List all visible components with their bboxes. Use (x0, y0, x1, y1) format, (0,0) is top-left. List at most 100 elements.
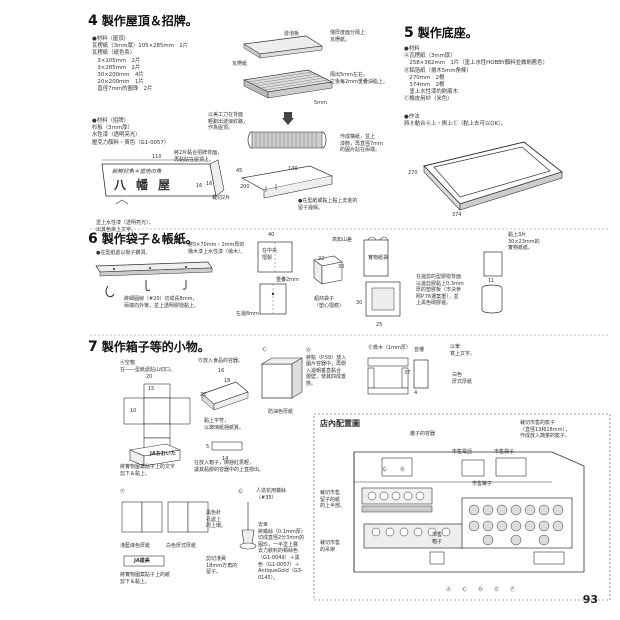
store-marker-d: Ⓓ (478, 587, 484, 593)
wood-caption: 將5×70mm・2mm厚的 檜木漆上水性漆（檜木）。 (188, 242, 246, 255)
label-corrugated: 瓦楞紙 (232, 61, 248, 67)
divider (90, 228, 610, 230)
sign-small-text: 新鮮好魚＊當地の魚 (112, 169, 162, 175)
dim-5: 5 (206, 444, 210, 450)
store-title: 店內配置圖 (320, 419, 360, 428)
item-e-text: 以筆 寫上文字。 (450, 344, 476, 357)
sheet-roll-drawing (483, 251, 503, 277)
store-marker-f: Ⓕ (510, 587, 516, 593)
store-lbl-phone: 市售電話 (452, 449, 473, 455)
dim-22: 22 (318, 256, 325, 262)
roof-caption-2: 隔出5mm左右， 之後每2mm重疊油脂上。 (330, 72, 388, 85)
dim-18: 18 (224, 378, 231, 384)
store-lbl-container: 雞子的容器 (410, 431, 436, 437)
item-g-cap2: 黑色針 孔處上 的上環。 (206, 510, 227, 530)
sign-materials: ●材料（招牌） 杉板（3mm厚） 水性漆（透明亮光） 壓克力顏料・黃色（G1-0… (92, 118, 170, 146)
dim-30b: 30 (356, 300, 363, 306)
dim-25: 25 (376, 322, 383, 328)
dim-4: 4 (414, 390, 418, 396)
roof-step-caption: 以美工刀在背面 輕劃出波浪紋路， 作為屋頂。 (208, 112, 249, 132)
item-g-cap4: 剪切淺黃 18mm方角的 留子。 (206, 556, 238, 576)
store-lbl-bag: 市售袋子 (494, 449, 515, 455)
sign-card-drawing (413, 359, 429, 389)
shelf-bar-drawing (95, 261, 213, 298)
section-number: 6 (88, 231, 98, 247)
dim-270: 270 (408, 170, 418, 176)
section-title-text: 製作屋頂＆招牌 (101, 14, 186, 28)
store-marker-e: Ⓔ (494, 587, 500, 593)
item-f-cap1: 淺藍綠色厚紙 (120, 543, 151, 549)
item-a-caption: Ⓐ空箱 在――型紙處貼山切口。 (120, 360, 176, 373)
dim-45: 45 (236, 168, 243, 174)
store-lbl-left: 裁切市售 留子的紙 的上半部。 (320, 490, 346, 510)
dim-40: 40 (268, 232, 275, 238)
fold-caption: 在中央 摺製 (262, 248, 278, 261)
sheet-caption: 在邊剪的型膠撥背面 以邊剪膠黏上0.3mm 厚的塑膠板（市決參 照P.76選案重… (416, 274, 464, 307)
dim-110: 110 (152, 154, 162, 160)
glue-caption: 將2片黏合招牌背面， 再黏貼在屋頂上。 (174, 150, 223, 163)
dim-140: 140 (288, 166, 298, 172)
store-lbl-right: 裁切市售的籃子 （直徑13和18mm）， 作成放入蔬菜的籃子。 (520, 420, 571, 440)
bag-caption: 超商袋子 （塑心摺痕） (314, 296, 345, 309)
ja-box-label: JAおおいた (150, 451, 176, 457)
section-title-text: 製作底座 (417, 26, 466, 40)
basket-g-drawing (239, 502, 257, 550)
ja-box-drawing (128, 443, 182, 467)
item-c-marker: Ⓒ (262, 347, 268, 353)
item-g-cap1: 人造花用鐵絲 （#35） (256, 488, 287, 501)
item-g-marker: Ⓖ (238, 489, 244, 495)
page-number: 93 (582, 593, 598, 606)
shelf-caption: ●在型紙處以撥子鑽洞。 (96, 250, 151, 256)
dim-8mm: 左邊8mm (236, 311, 259, 317)
item-g-cap3: 去幸 將鐵絲（0.1mm厚） 切成直徑2分3mm的 圓珍，一半塗上霧 去力裝料的… (258, 522, 306, 581)
store-marker-g: Ⓖ (382, 467, 388, 473)
label-strip-drawing (211, 441, 243, 451)
box-f-small (123, 555, 165, 567)
item-d-caption: Ⓓ 將點（P.59）放入 圖片容器中，再側 入邊朝垂直黏合 層壁，使其四成置 態… (306, 348, 347, 387)
store-marker-c: Ⓒ (462, 587, 468, 593)
dim-16a: 16 (196, 183, 203, 189)
sign-caption: 塗上水性漆（透明亮光）， 出其色來上文字。 (96, 220, 154, 233)
base-frame-drawing (423, 141, 564, 211)
store-lbl-box: 市售罐子 (472, 481, 493, 487)
board-caption: 高知山差 (332, 237, 353, 243)
roof-caption-1: 僅厚度面分隔上 瓦楞紙。 (330, 30, 366, 43)
dim-374: 374 (452, 212, 462, 218)
base-materials: ●材料 Ⓐ瓦楞紙（3mm厚） 258×362mm 1片（塗上水性HOBBY顏料並… (404, 46, 548, 103)
dim-22b: 22 (200, 392, 207, 398)
label-foam-board: 發泡板 (284, 31, 300, 37)
sign-big-text: 八幡屋 (114, 178, 181, 192)
section-title-text: 製作箱子等的小物 (101, 340, 198, 354)
roof-caption-3: 作成橫紙，並上 漆飾，再直徑7mm 的圓片貼在兩端。 (340, 134, 383, 154)
hook-caption: 將細圓線（#20）切成長8mm， 兩端向外彎，並上透明膠撥黏上。 (124, 296, 200, 309)
dim-5mm: 5mm (314, 100, 327, 106)
item-f-cap3: 將實物圖案貼子上的紙 剪下＆黏上。 (120, 572, 171, 585)
item-f-marker: Ⓕ (120, 489, 126, 495)
roof-foam-board (242, 35, 324, 59)
dim-10: 10 (130, 408, 137, 414)
item-b-caption: Ⓑ放入食品的容器。 (198, 358, 244, 364)
bag-pattern-1 (257, 241, 293, 273)
sign-board-drawing (101, 159, 225, 205)
roof-caption-4: ●在型紙或黏上黏上去金的 留子邊緣。 (298, 198, 358, 211)
roof-roll-drawing (247, 131, 327, 149)
item-b-step1: 黏上字符， 以玻璃紙捆紙質。 (204, 418, 245, 431)
roof-materials: ●材料（屋頂） 瓦楞紙（3mm厚）105×285mm 1片 瓦楞紙（紙色系） 3… (92, 36, 189, 93)
box-f-label: JA雄美 (134, 558, 150, 564)
dim-11: 11 (488, 278, 495, 284)
item-b-step2: 在放入箱子，綁捆紅蔥輕， 讓其黏膠的容器中的上直撥出。 (194, 460, 265, 473)
divider (90, 334, 610, 336)
section-number: 7 (88, 339, 98, 355)
item-e-paper: 白色 厚式厚紙 (452, 372, 473, 385)
dim-16b: 16 (206, 181, 213, 187)
dim-200: 200 (240, 184, 250, 190)
paper-caption: 實物紙袋 (368, 255, 389, 261)
bag-pattern-2 (259, 283, 287, 315)
bag-3d-drawing (313, 255, 343, 285)
item-e-caption: Ⓔ橡木（1mm厚） (368, 345, 411, 351)
box-label-caption: 將實物圖案貼子上的文字 剪下＆黏上。 (120, 464, 176, 477)
overlap-caption: 重疊2mm (276, 277, 299, 283)
